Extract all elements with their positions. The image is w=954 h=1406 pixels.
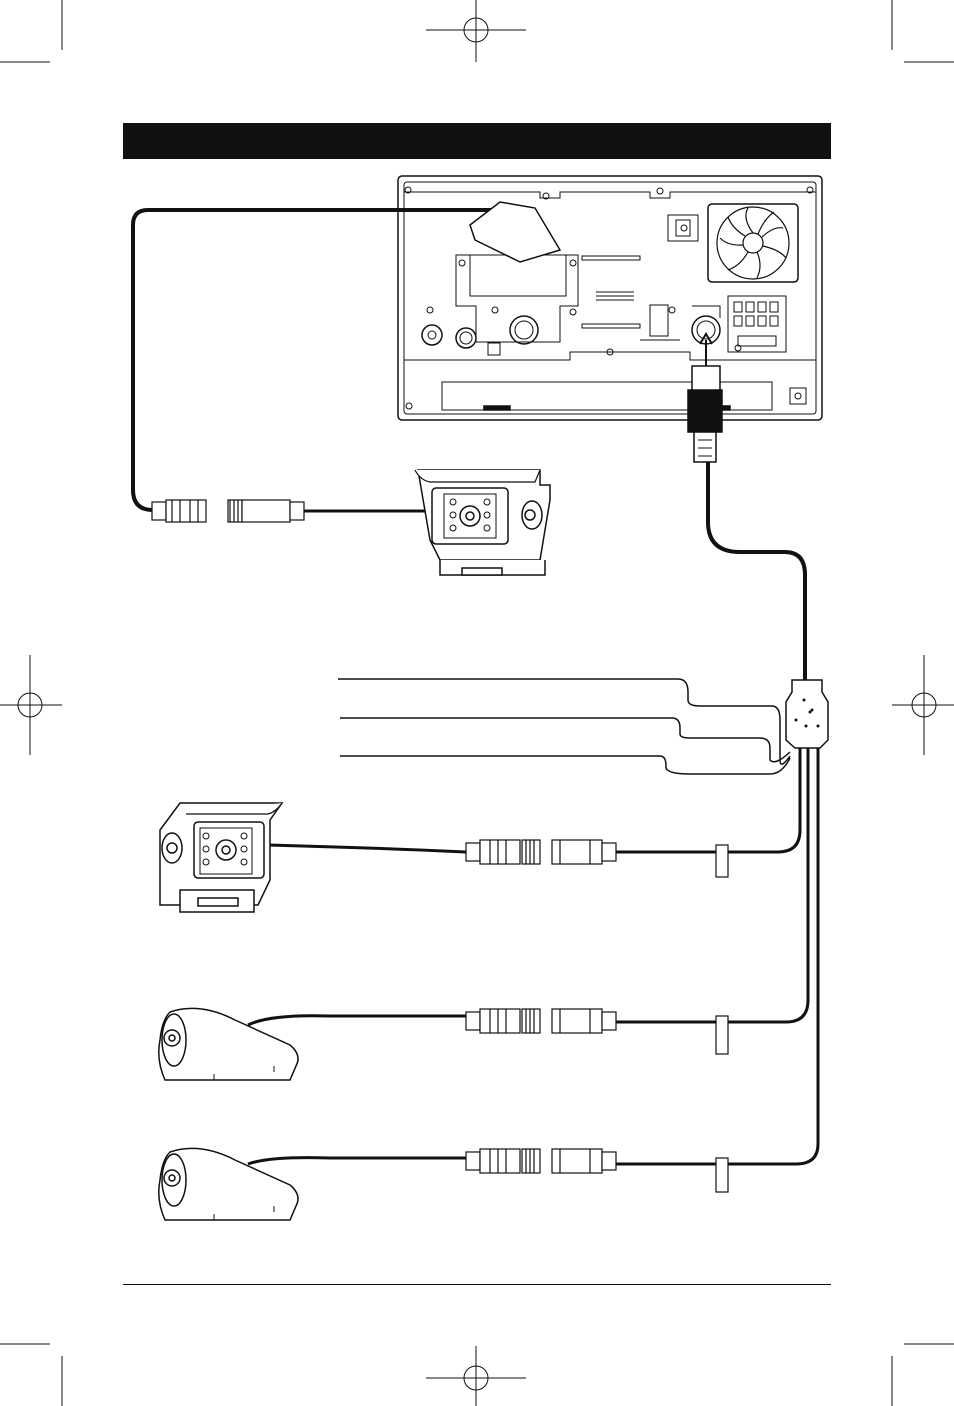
camera-leads [248,845,466,1164]
camera-output-cables [612,748,818,1164]
side-dome-camera [159,1008,298,1080]
cable-tags [716,845,728,1192]
camera-harness-breakout [786,680,828,748]
connector-side-camera-1 [466,1009,616,1033]
head-unit-rear-panel [398,176,822,420]
connector-left-camera [466,840,616,864]
harness-cable [688,334,805,680]
connector-side-camera-2 [466,1149,616,1173]
camera-connectors [466,840,616,1173]
cooling-fan-icon [708,204,798,282]
wire-leads [338,679,790,774]
panel-screws [405,187,813,409]
top-camera-connector [152,500,304,522]
rear-camera-cable [133,202,560,510]
rear-camera-box [160,803,282,912]
rear-camera-top [415,470,550,575]
